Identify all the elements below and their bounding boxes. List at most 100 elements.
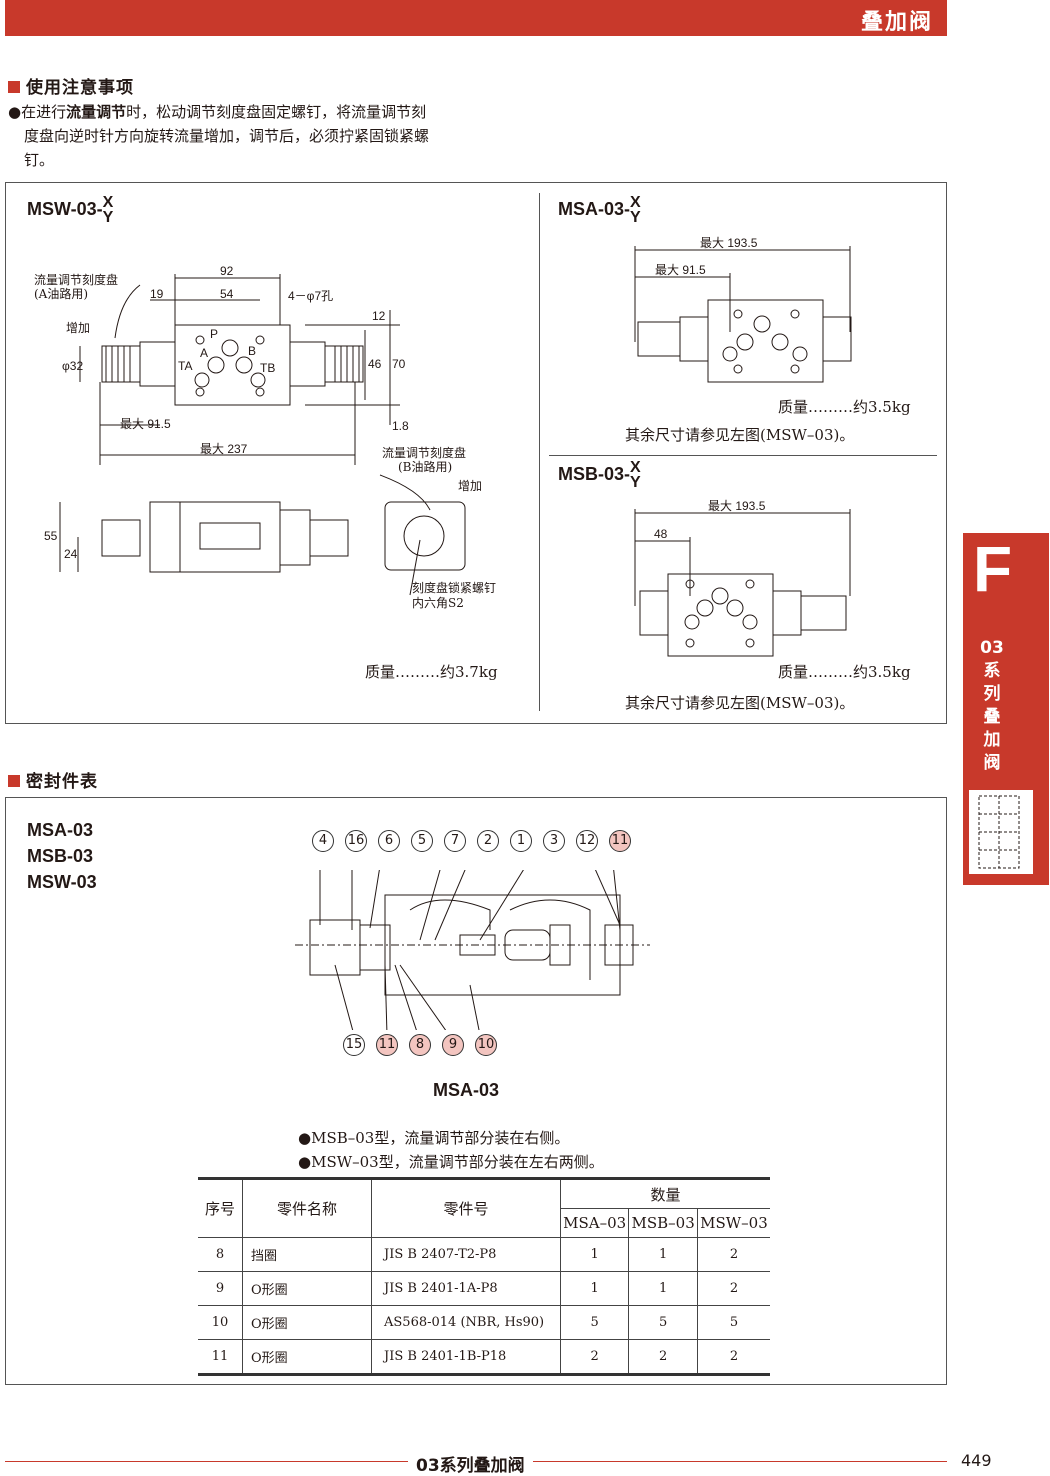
chapter-char: 阀	[983, 753, 1001, 773]
notice-line1: 时，松动调节刻度盘固定螺钉，将流量调节刻	[126, 103, 427, 121]
msa-max-1935: 最大 193.5	[700, 236, 758, 250]
chapter-letter: F	[973, 533, 1013, 605]
cell-msa: 5	[560, 1305, 630, 1340]
cell-msw: 2	[697, 1237, 770, 1272]
cell-msb: 2	[628, 1339, 698, 1376]
th-part: 零件号	[371, 1177, 561, 1238]
msb-y: Y	[630, 474, 641, 491]
msw-left-adapter	[139, 341, 176, 387]
cell-msa: 2	[560, 1339, 630, 1376]
section-caption: MSA-03	[433, 1080, 500, 1100]
msw-y: Y	[102, 209, 114, 226]
seal-models: MSA-03 MSB-03 MSW-03	[27, 817, 97, 895]
hex-label: 内六角S2	[412, 596, 464, 610]
cell-name: O形圈	[242, 1305, 372, 1340]
divider-vertical	[539, 193, 540, 711]
top-callout-8: 12	[576, 830, 598, 852]
cell-part: JIS B 2407-T2-P8	[371, 1237, 561, 1272]
top-callout-1: 16	[345, 830, 367, 852]
bottom-callout-3: 9	[442, 1034, 464, 1056]
seal-note-1: ●MSB–03型，流量调节部分装在右侧。	[298, 1129, 570, 1147]
msw-model: MSW-03-	[27, 198, 103, 219]
cell-msb: 5	[628, 1305, 698, 1340]
msb-dim-48: 48	[654, 527, 668, 541]
msa-max-915: 最大 91.5	[655, 263, 706, 277]
port-p: P	[210, 327, 218, 341]
chapter-char: 叠	[983, 707, 1001, 727]
chapter-char: 系	[983, 661, 1001, 681]
notice-bold: 流量调节	[66, 103, 127, 121]
notice-line2: 度盘向逆时针方向旋转流量增加，调节后，必须拧紧固锁紧螺	[24, 127, 430, 145]
header-bar: 叠加阀	[5, 0, 947, 36]
msa-x: X	[630, 194, 641, 211]
dial-label-b1: 流量调节刻度盘	[382, 445, 466, 460]
cell-part: AS568-014 (NBR, Hs90)	[371, 1305, 561, 1340]
msb-ref: 其余尺寸请参见左图(MSW–03)。	[625, 694, 854, 712]
cell-name: O形圈	[242, 1271, 372, 1306]
notice-line3: 钉。	[24, 151, 55, 169]
cell-msw: 5	[697, 1305, 770, 1340]
dim-18: 1.8	[392, 419, 409, 433]
divider-horizontal	[549, 455, 937, 456]
msw-weight: 质量………约3.7kg	[365, 663, 498, 681]
top-callout-6: 1	[510, 830, 532, 852]
dim-46: 46	[368, 357, 382, 371]
top-callout-7: 3	[543, 830, 565, 852]
seal-model-msw: MSW-03	[27, 872, 97, 892]
seal-box	[5, 797, 947, 1385]
th-qty: 数量	[560, 1177, 770, 1209]
top-callout-2: 6	[378, 830, 400, 852]
seal-model-msb: MSB-03	[27, 846, 94, 866]
port-tb: TB	[260, 361, 275, 375]
valve-symbol-icon	[969, 790, 1033, 874]
increase-a: 增加	[66, 321, 90, 335]
cell-no: 8	[198, 1237, 243, 1272]
top-callout-5: 2	[477, 830, 499, 852]
dial-label-a2: (A油路用)	[34, 286, 88, 301]
seal-notes: ●MSB–03型，流量调节部分装在右侧。 ●MSW–03型，流量调节部分装在左右…	[298, 1126, 604, 1174]
page-number: 449	[957, 1451, 992, 1470]
cell-no: 11	[198, 1339, 243, 1376]
bullet: ●	[8, 103, 22, 121]
cell-name: O形圈	[242, 1339, 372, 1376]
chapter-char: 加	[983, 730, 1001, 750]
cell-msw: 2	[697, 1271, 770, 1306]
chapter-char: 03	[980, 638, 1004, 658]
msw-x: X	[102, 194, 114, 211]
notice-heading: 使用注意事项	[8, 73, 134, 98]
msa-model: MSA-03-	[558, 198, 631, 219]
msb-x: X	[630, 459, 641, 476]
cell-name: 挡圈	[242, 1237, 372, 1272]
bottom-callout-4: 10	[475, 1034, 497, 1056]
msa-weight: 质量………约3.5kg	[778, 398, 911, 416]
dim-phi32: φ32	[62, 359, 83, 373]
bottom-callout-1: 11	[376, 1034, 398, 1056]
cell-msa: 1	[560, 1271, 630, 1306]
max-915-msw: 最大 91.5	[120, 417, 171, 431]
dim-92: 92	[220, 264, 234, 278]
footer-title: 03系列叠加阀	[408, 1451, 533, 1476]
cell-no: 9	[198, 1271, 243, 1306]
top-callout-0: 4	[312, 830, 334, 852]
msw-right-knob	[324, 345, 364, 383]
top-callout-9: 11	[609, 830, 631, 852]
port-b: B	[248, 344, 256, 358]
msb-weight: 质量………约3.5kg	[778, 663, 911, 681]
max-237: 最大 237	[200, 442, 248, 456]
th-msb: MSB–03	[628, 1208, 698, 1238]
th-name: 零件名称	[242, 1177, 372, 1238]
msw-right-adapter	[289, 341, 326, 387]
square-bullet-icon	[8, 81, 20, 93]
dim-70: 70	[392, 357, 406, 371]
th-no: 序号	[198, 1177, 243, 1238]
